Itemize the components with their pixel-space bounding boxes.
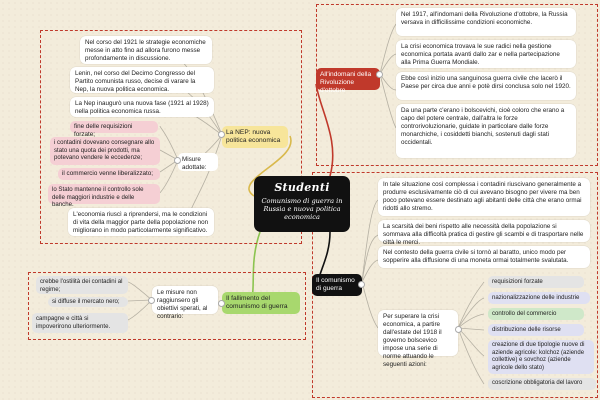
nep-intro-2-text: Lenin, nel corso del Decimo Congresso de…: [75, 70, 196, 94]
fallimento-item-1: crebbe l'ostilità dei contadini al regim…: [36, 276, 128, 294]
junction-dot: [148, 297, 155, 304]
fallimento-label: Il fallimento del comunismo di guerra: [226, 295, 288, 311]
nep-intro-3: La Nep inaugurò una nuova fase (1921 al …: [70, 97, 214, 117]
comunismo-item-2-text: La scarsità dei beni rispetto alle neces…: [383, 223, 584, 247]
fallimento-item-2: si diffuse il mercato nero;: [48, 297, 128, 307]
ottobre-item-1-text: Nel 1917, all'indomani della Rivoluzione…: [401, 11, 568, 27]
measures-label: Misure adottate:: [182, 156, 207, 171]
comunismo-node[interactable]: Il comunismo di guerra: [312, 274, 362, 296]
comunismo-measure-2-text: nazionalizzazione delle industrie: [492, 294, 580, 301]
comunismo-measures-intro: Per superare la crisi economica, a parti…: [378, 310, 458, 368]
ottobre-item-2: La crisi economica trovava le sue radici…: [396, 40, 576, 68]
junction-dot: [218, 131, 225, 138]
nep-measure-4: lo Stato mantenne il controllo sole dell…: [48, 184, 160, 208]
comunismo-measure-3: controllo del commercio: [488, 308, 584, 320]
comunismo-item-3-text: Nel contesto della guerra civile si torn…: [383, 249, 569, 265]
junction-dot: [455, 326, 462, 333]
fallimento-item-3: campagne e città si impoverirono ulterio…: [32, 313, 128, 333]
comunismo-measure-1-text: requisizioni forzate: [492, 278, 543, 285]
nep-label: La NEP: nuova politica economica: [226, 129, 281, 145]
comunismo-measure-2: nazionalizzazione delle industrie: [488, 292, 590, 304]
ottobre-label: All'indomani della Rivoluzione d'ottobre: [320, 71, 372, 95]
ottobre-item-1: Nel 1917, all'indomani della Rivoluzione…: [396, 8, 576, 36]
junction-dot: [174, 157, 181, 164]
comunismo-item-2: La scarsità dei beni rispetto alle neces…: [378, 220, 590, 246]
junction-dot: [218, 300, 225, 307]
fallimento-frame: [28, 272, 306, 340]
nep-intro-3-text: La Nep inaugurò una nuova fase (1921 al …: [75, 100, 209, 116]
nep-outcome: L'economia riuscì a riprendersi, ma le c…: [68, 208, 214, 236]
nep-node[interactable]: La NEP: nuova politica economica: [222, 126, 288, 148]
comunismo-measure-1: requisizioni forzate: [488, 276, 584, 288]
comunismo-item-3: Nel contesto della guerra civile si torn…: [378, 246, 590, 268]
nep-intro-2: Lenin, nel corso del Decimo Congresso de…: [70, 67, 214, 93]
fallimento-node[interactable]: Il fallimento del comunismo di guerra: [222, 292, 300, 314]
fallimento-item-2-text: si diffuse il mercato nero;: [52, 298, 120, 305]
nep-intro-1: Nel corso del 1921 le strategie economic…: [80, 36, 212, 64]
nep-frame: [40, 30, 302, 244]
comunismo-measure-4: distribuzione delle risorse: [488, 324, 584, 336]
central-topic[interactable]: Studenti Comunismo di guerra in Russia e…: [254, 176, 350, 232]
junction-dot: [376, 71, 383, 78]
nep-measure-2-text: i contadini dovevano consegnare allo sta…: [54, 139, 155, 162]
nep-measure-1: fine delle requisizioni forzate;: [70, 121, 158, 138]
nep-intro-1-text: Nel corso del 1921 le strategie economic…: [85, 39, 206, 63]
measures-label-node[interactable]: Misure adottate:: [178, 153, 218, 171]
comunismo-measures-intro-text: Per superare la crisi economica, a parti…: [383, 313, 442, 369]
nep-measure-4-text: lo Stato mantenne il controllo sole dell…: [52, 186, 144, 209]
ottobre-item-3: Ebbe così inizio una sanguinosa guerra c…: [396, 72, 576, 100]
nep-measure-3-text: il commercio venne liberalizzato;: [62, 170, 153, 177]
comunismo-measure-6-text: coscrizione obbligatoria del lavoro: [492, 380, 583, 386]
comunismo-measure-3-text: controllo del commercio: [492, 310, 557, 317]
fallimento-item-1-text: crebbe l'ostilità dei contadini al regim…: [40, 278, 123, 293]
comunismo-measure-5-text: creazione di due tipologie nuove di azie…: [492, 342, 585, 371]
ottobre-item-3-text: Ebbe così inizio una sanguinosa guerra c…: [401, 75, 571, 91]
nep-measure-1-text: fine delle requisizioni forzate;: [74, 123, 133, 138]
central-title: Comunismo di guerra in Russia e nuova po…: [261, 197, 343, 222]
comunismo-measure-4-text: distribuzione delle risorse: [492, 326, 561, 333]
fallimento-intro-text: Le misure non raggiunsero gli obiettivi …: [157, 289, 208, 321]
comunismo-label: Il comunismo di guerra: [316, 277, 355, 293]
brand-logo: Studenti: [274, 181, 330, 194]
nep-measure-2: i contadini dovevano consegnare allo sta…: [50, 137, 160, 165]
fallimento-intro: Le misure non raggiunsero gli obiettivi …: [152, 286, 218, 320]
ottobre-node[interactable]: All'indomani della Rivoluzione d'ottobre: [316, 68, 380, 94]
ottobre-item-4-text: Da una parte c'erano i bolscevichi, cioè…: [401, 107, 565, 147]
ottobre-item-2-text: La crisi economica trovava le sue radici…: [401, 43, 560, 67]
ottobre-item-4: Da una parte c'erano i bolscevichi, cioè…: [396, 104, 576, 158]
fallimento-item-3-text: campagne e città si impoverirono ulterio…: [36, 315, 111, 330]
nep-outcome-text: L'economia riuscì a riprendersi, ma le c…: [73, 211, 209, 235]
comunismo-item-1-text: In tale situazione così complessa i cont…: [383, 181, 582, 213]
nep-measure-3: il commercio venne liberalizzato;: [58, 168, 160, 180]
comunismo-item-1: In tale situazione così complessa i cont…: [378, 178, 590, 216]
junction-dot: [358, 281, 365, 288]
comunismo-measure-6: coscrizione obbligatoria del lavoro: [488, 378, 596, 390]
comunismo-measure-5: creazione di due tipologie nuove di azie…: [488, 340, 594, 374]
